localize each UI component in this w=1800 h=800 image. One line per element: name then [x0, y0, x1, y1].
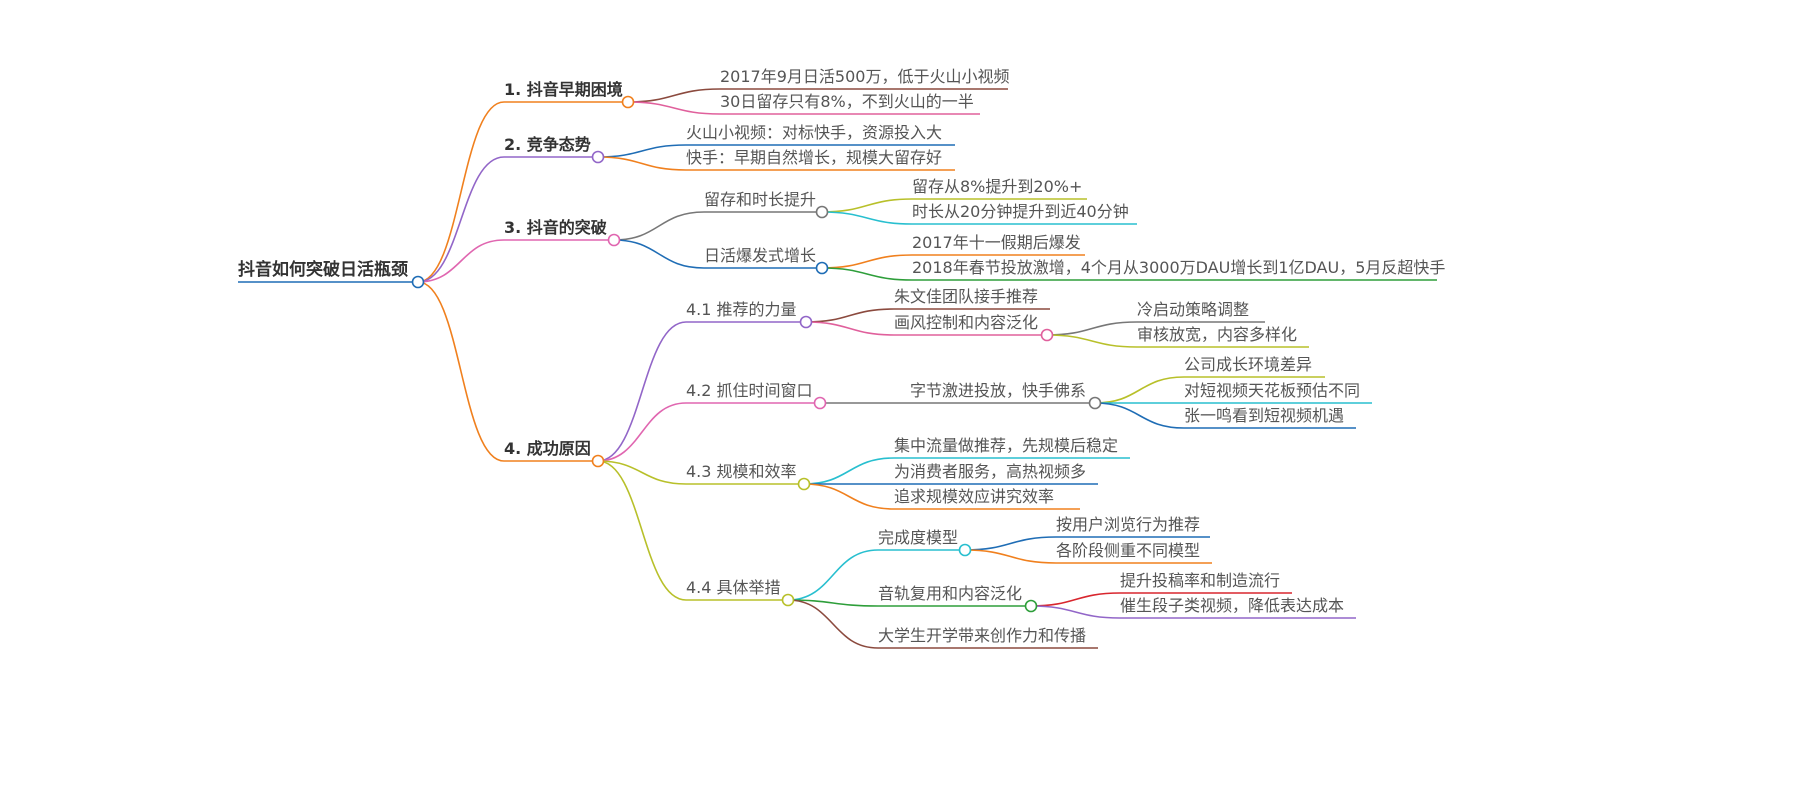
topic-2-0-node-circle[interactable]: [815, 205, 829, 219]
topic-1-label: 2. 竞争态势: [504, 135, 591, 154]
topic-1-1-label: 快手：早期自然增长，规模大留存好: [686, 148, 942, 167]
topic-3-label: 4. 成功原因: [504, 439, 591, 458]
topic-2-1-label: 日活爆发式增长: [704, 246, 816, 265]
topic-2-1-connector: [613, 239, 705, 269]
topic-2-1-node-circle[interactable]: [815, 261, 829, 275]
topic-3-3-1-0-connector: [1030, 592, 1121, 607]
topic-3-node-circle[interactable]: [591, 454, 605, 468]
topic-0-0-label: 2017年9月日活500万，低于火山小视频: [720, 67, 1009, 86]
topic-2-0-1-label: 时长从20分钟提升到近40分钟: [912, 202, 1129, 221]
topic-2-1-1-connector: [821, 267, 913, 281]
topic-3-1-label: 4.2 抓住时间窗口: [686, 381, 813, 400]
topic-3-1-0-2-connector: [1094, 402, 1185, 429]
topic-2-0-1-connector: [821, 211, 913, 225]
topic-3-1-0-0-connector: [1094, 376, 1185, 404]
topic-3-2-2-connector: [803, 483, 895, 510]
mindmap-labels: 抖音如何突破日活瓶颈 1. 抖音早期困境 2017年9月日活500万，低于火山小视频…: [238, 67, 1445, 645]
topic-0-1-label: 30日留存只有8%，不到火山的一半: [720, 92, 974, 111]
topic-2-1-0-connector: [821, 254, 913, 269]
topic-1-0-connector: [597, 144, 687, 158]
topic-0-node-circle[interactable]: [621, 95, 635, 109]
topic-3-3-connector: [597, 460, 687, 601]
topic-3-1-node-circle[interactable]: [813, 396, 827, 410]
mindmap-underlines: [238, 88, 1437, 649]
topic-3-3-node-circle[interactable]: [781, 593, 795, 607]
root-topic-label: 抖音如何突破日活瓶颈: [238, 259, 408, 280]
topic-3-3-0-label: 完成度模型: [878, 528, 958, 547]
topic-3-2-0-connector: [803, 457, 895, 485]
topic-3-0-1-label: 画风控制和内容泛化: [894, 313, 1038, 332]
topic-3-3-label: 4.4 具体举措: [686, 578, 781, 597]
topic-3-0-node-circle[interactable]: [799, 315, 813, 329]
topic-2-0-label: 留存和时长提升: [704, 190, 816, 209]
mindmap-edges: [417, 88, 1185, 649]
topic-3-0-connector: [597, 321, 687, 462]
topic-3-0-1-node-circle[interactable]: [1040, 328, 1054, 342]
topic-3-2-node-circle[interactable]: [797, 477, 811, 491]
topic-2-0-0-label: 留存从8%提升到20%+: [912, 177, 1082, 196]
topic-3-3-0-1-label: 各阶段侧重不同模型: [1056, 541, 1200, 560]
topic-3-3-1-1-connector: [1030, 605, 1121, 619]
topic-3-0-0-label: 朱文佳团队接手推荐: [894, 287, 1038, 306]
topic-3-0-label: 4.1 推荐的力量: [686, 300, 797, 319]
topic-0-0-connector: [627, 88, 721, 103]
topic-3-3-0-0-label: 按用户浏览行为推荐: [1056, 515, 1200, 534]
topic-3-2-0-label: 集中流量做推荐，先规模后稳定: [894, 436, 1118, 455]
topic-3-0-1-connector: [805, 321, 895, 336]
topic-3-3-2-connector: [787, 599, 879, 649]
topic-3-3-0-1-connector: [964, 549, 1057, 564]
topic-3-3-0-node-circle[interactable]: [958, 543, 972, 557]
topic-3-0-1-1-label: 审核放宽，内容多样化: [1137, 325, 1297, 344]
topic-3-3-2-label: 大学生开学带来创作力和传播: [878, 626, 1086, 645]
topic-3-2-1-label: 为消费者服务，高热视频多: [894, 462, 1086, 481]
topic-2-0-connector: [613, 211, 705, 241]
root-topic-node-circle[interactable]: [411, 275, 425, 289]
topic-3-3-1-1-label: 催生段子类视频，降低表达成本: [1120, 596, 1344, 615]
topic-3-0-0-connector: [805, 308, 895, 323]
topic-3-1-0-1-label: 对短视频天花板预估不同: [1184, 381, 1360, 400]
topic-3-2-2-label: 追求规模效应讲究效率: [894, 487, 1054, 506]
topic-3-3-1-connector: [787, 599, 879, 607]
topic-1-0-label: 火山小视频：对标快手，资源投入大: [686, 123, 942, 142]
topic-3-1-0-2-label: 张一鸣看到短视频机遇: [1184, 406, 1344, 425]
topic-0-connector: [417, 101, 505, 283]
topic-1-1-connector: [597, 156, 687, 171]
topic-3-2-label: 4.3 规模和效率: [686, 462, 797, 481]
topic-3-3-0-0-connector: [964, 536, 1057, 551]
topic-2-node-circle[interactable]: [607, 233, 621, 247]
topic-3-1-0-node-circle[interactable]: [1088, 396, 1102, 410]
topic-3-0-1-1-connector: [1046, 334, 1138, 348]
topic-0-1-connector: [627, 101, 721, 115]
topic-3-0-1-0-label: 冷启动策略调整: [1137, 300, 1249, 319]
topic-3-1-0-label: 字节激进投放，快手佛系: [910, 381, 1086, 400]
topic-2-1-0-label: 2017年十一假期后爆发: [912, 233, 1081, 252]
topic-0-label: 1. 抖音早期困境: [504, 80, 623, 99]
topic-2-label: 3. 抖音的突破: [504, 218, 607, 237]
topic-1-node-circle[interactable]: [591, 150, 605, 164]
topic-3-connector: [417, 281, 505, 462]
topic-3-1-connector: [597, 402, 687, 462]
topic-2-1-1-label: 2018年春节投放激增，4个月从3000万DAU增长到1亿DAU，5月反超快手: [912, 258, 1445, 277]
topic-3-3-1-label: 音轨复用和内容泛化: [878, 584, 1022, 603]
topic-3-2-connector: [597, 460, 687, 485]
topic-2-connector: [417, 239, 505, 283]
topic-1-connector: [417, 156, 505, 283]
topic-3-1-0-0-label: 公司成长环境差异: [1184, 355, 1312, 374]
topic-2-0-0-connector: [821, 198, 913, 213]
mindmap-node-circles: [411, 95, 1102, 613]
topic-3-3-1-node-circle[interactable]: [1024, 599, 1038, 613]
topic-3-0-1-0-connector: [1046, 321, 1138, 336]
topic-3-3-1-0-label: 提升投稿率和制造流行: [1120, 571, 1280, 590]
topic-3-3-0-connector: [787, 549, 879, 601]
